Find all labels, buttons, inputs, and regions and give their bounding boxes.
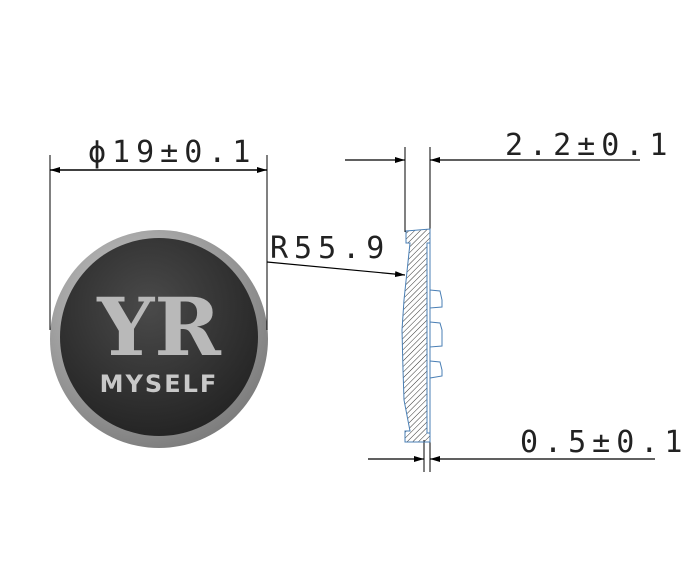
badge-brand-text: MYSELF — [100, 370, 219, 398]
radius-leader — [266, 261, 406, 278]
badge: YR MYSELF — [50, 230, 268, 448]
thickness-label: 2.2±0.1 — [505, 128, 673, 163]
diameter-dimension — [49, 155, 268, 330]
base-dimension — [368, 440, 655, 472]
radius-label: R55.9 — [270, 231, 390, 266]
section-view — [401, 228, 443, 443]
badge-logo: YR — [96, 280, 221, 374]
badge-face — [60, 238, 258, 436]
base-label: 0.5±0.1 — [520, 425, 683, 460]
diameter-label: ϕ19±0.1 — [88, 135, 256, 170]
thickness-dimension — [345, 147, 640, 232]
